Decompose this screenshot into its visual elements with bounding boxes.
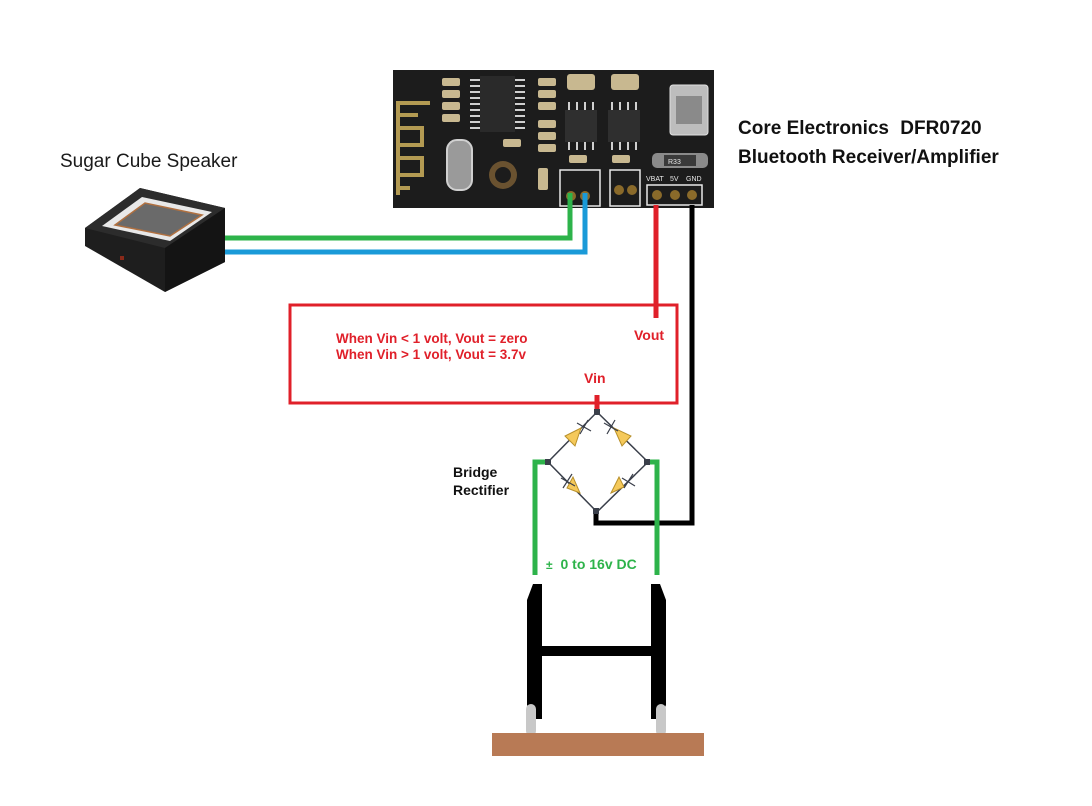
regulator-note-line2: When Vin > 1 volt, Vout = 3.7v (336, 347, 527, 362)
pin-vbat (652, 190, 662, 200)
axle (542, 646, 651, 656)
pin-label-gnd: GND (686, 176, 702, 183)
pin-5v (670, 190, 680, 200)
bluetooth-board: R33 VBAT 5V GND (393, 70, 714, 208)
wire-supply-left (532, 459, 548, 575)
speaker-header (559, 169, 601, 207)
wire-gnd-black (593, 205, 695, 526)
diodes (564, 426, 632, 495)
diode-icon (609, 475, 625, 495)
wheelset (492, 584, 704, 756)
speaker-label: Sugar Cube Speaker (60, 151, 238, 172)
pin-label-5v: 5V (670, 176, 679, 183)
wire-supply-right (646, 459, 660, 575)
passive-components (442, 74, 639, 190)
wire-speaker-green (225, 193, 573, 241)
diode-icon (564, 427, 582, 447)
diode-icon (612, 426, 632, 447)
wheel-right (651, 584, 666, 719)
rail-left (526, 704, 536, 736)
board-brand: Core Electronics (738, 118, 889, 139)
ce-header (609, 169, 641, 207)
main-ic (480, 76, 515, 132)
board-description: Bluetooth Receiver/Amplifier (738, 147, 999, 168)
vout-label: Vout (634, 327, 664, 343)
pin-label-vbat: VBAT (646, 176, 664, 183)
bridge-outline (546, 410, 650, 514)
pin-gnd (687, 190, 697, 200)
regulator-box (288, 303, 679, 405)
svg-text:± 0 to 16v DC: ± 0 to 16v DC (546, 556, 637, 572)
bridge-rectifier (545, 409, 650, 514)
crystal-oscillator (446, 139, 473, 191)
antenna-trace (396, 101, 430, 195)
wire-speaker-blue (225, 193, 588, 255)
bridge-label-line1: Bridge (453, 464, 498, 480)
amplifier-ics (565, 102, 640, 150)
chip-label: R33 (668, 159, 681, 166)
wires (225, 193, 695, 575)
track-base (492, 733, 704, 756)
wheel-left (527, 584, 542, 719)
power-header (646, 184, 703, 206)
vin-label: Vin (584, 370, 606, 386)
speaker-cone (113, 202, 204, 237)
svg-text:Core Electronics DFR0720: Core Electronics DFR0720 (738, 118, 982, 139)
bridge-label-line2: Rectifier (453, 482, 510, 498)
supply-label: 0 to 16v DC (560, 556, 636, 572)
rail-right (656, 704, 666, 736)
sugar-cube-speaker (85, 188, 225, 292)
plus-minus-icon: ± (546, 558, 553, 572)
board-model: DFR0720 (900, 118, 981, 139)
regulator-note-line1: When Vin < 1 volt, Vout = zero (336, 331, 528, 346)
